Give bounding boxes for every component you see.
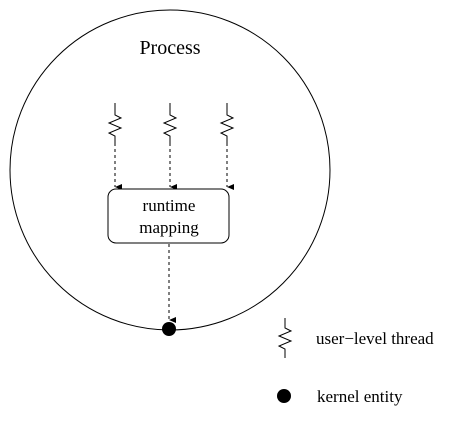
runtime-mapping-label-line2: mapping — [139, 218, 199, 237]
legend-kernel-label: kernel entity — [317, 387, 403, 406]
legend: user−level thread kernel entity — [277, 318, 434, 406]
kernel-entity-dot — [162, 322, 176, 336]
legend-kernel-dot-icon — [277, 389, 291, 403]
thread-1-zigzag-icon — [107, 103, 123, 143]
thread-2 — [162, 103, 178, 190]
legend-thread-label: user−level thread — [316, 329, 434, 348]
thread-3 — [219, 103, 235, 190]
runtime-mapping-label-line1: runtime — [143, 196, 196, 215]
thread-2-zigzag-icon — [162, 103, 178, 143]
thread-3-zigzag-icon — [219, 103, 235, 143]
legend-thread-zigzag-icon — [277, 318, 293, 358]
process-title: Process — [139, 37, 200, 59]
thread-1 — [107, 103, 123, 190]
runtime-mapping-box — [107, 188, 230, 244]
